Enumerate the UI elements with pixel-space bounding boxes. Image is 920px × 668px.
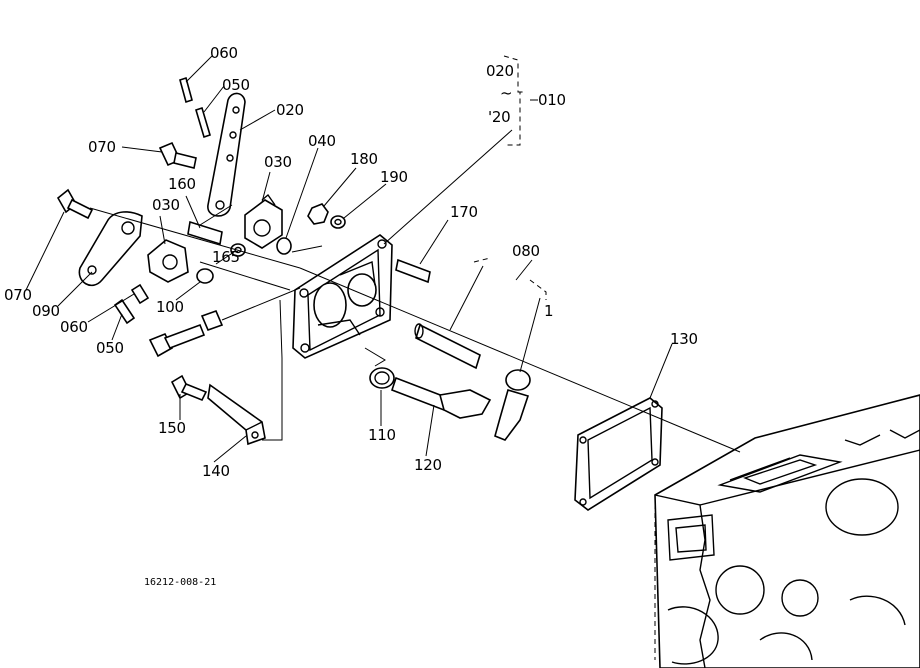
pin-060-lower <box>130 283 150 305</box>
bracket-140 <box>207 383 266 446</box>
pin-060-top <box>179 76 193 104</box>
gasket-130 <box>574 397 663 511</box>
label-set-top: 020 <box>486 62 514 80</box>
label-060-top: 060 <box>210 44 238 62</box>
oring-100 <box>196 268 214 284</box>
boss-030-upper <box>244 193 283 249</box>
engine-block <box>654 394 920 668</box>
oring-040 <box>276 237 292 255</box>
pin-050-lower <box>113 298 136 325</box>
label-030-upper: 030 <box>264 153 292 171</box>
label-030-lower: 030 <box>152 196 180 214</box>
label-150: 150 <box>158 419 186 437</box>
lever-shaft-120 <box>390 376 492 419</box>
label-070-top: 070 <box>88 138 116 156</box>
lever-020 <box>207 92 246 217</box>
label-080: 080 <box>512 242 540 260</box>
label-080-one: 1 <box>544 302 553 320</box>
stud-170 <box>395 258 431 284</box>
label-020: 020 <box>276 101 304 119</box>
leader-lines <box>25 55 741 463</box>
boss-030-lower <box>147 239 189 283</box>
label-130: 130 <box>670 330 698 348</box>
label-070-left: 070 <box>4 286 32 304</box>
pivot-bolt <box>148 309 224 358</box>
label-090: 090 <box>32 302 60 320</box>
label-180: 180 <box>350 150 378 168</box>
label-165: 165 <box>212 248 240 266</box>
washer-190 <box>330 215 346 229</box>
label-050-lower: 050 <box>96 339 124 357</box>
label-160: 160 <box>168 175 196 193</box>
label-140: 140 <box>202 462 230 480</box>
drawing-code: 16212-008-21 <box>144 577 216 588</box>
bolt-160 <box>187 220 223 246</box>
label-set-tilde: ~ <box>500 84 512 102</box>
bolt-150 <box>170 374 208 402</box>
spring-110 <box>369 367 395 389</box>
label-190: 190 <box>380 168 408 186</box>
label-170: 170 <box>450 203 478 221</box>
lever-090 <box>78 211 143 286</box>
pin-050-top <box>195 106 211 139</box>
governor-cover <box>292 234 393 359</box>
part-labels: 060 050 020 070 030 040 180 190 160 030 … <box>4 44 698 588</box>
label-set-bottom: '20 <box>488 108 510 126</box>
label-040: 040 <box>308 132 336 150</box>
bolt-070-left <box>56 188 94 220</box>
label-120: 120 <box>414 456 442 474</box>
label-110: 110 <box>368 426 396 444</box>
fork-lever <box>494 369 531 441</box>
bolt-070-top <box>158 141 197 169</box>
label-050-top: 050 <box>222 76 250 94</box>
nut-180 <box>307 203 329 225</box>
label-010: 010 <box>538 91 566 109</box>
label-060-lower: 060 <box>60 318 88 336</box>
label-100: 100 <box>156 298 184 316</box>
shaft-080 <box>414 323 481 370</box>
